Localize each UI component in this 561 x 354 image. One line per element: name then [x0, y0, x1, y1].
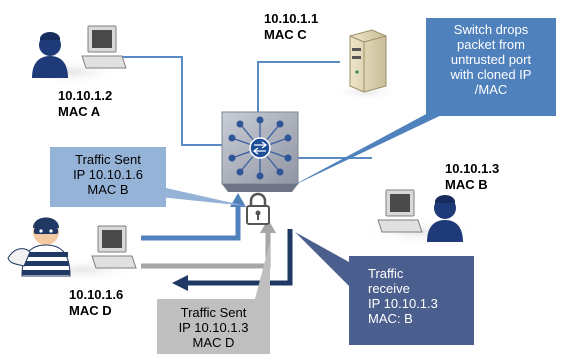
user-b-ip-label: 10.10.1.3 — [445, 161, 500, 176]
lock-icon — [246, 192, 270, 225]
attacker-d-ip-label: 10.10.1.6 — [69, 287, 124, 302]
arrow-receive — [186, 229, 293, 286]
user-b-workstation — [362, 189, 478, 246]
attacker-d-workstation — [7, 217, 140, 283]
callout-spoofed-shape — [157, 242, 270, 354]
server-c-icon — [332, 29, 400, 101]
arrow-receive-head — [172, 275, 188, 291]
arrow-spoofed-sent-head — [260, 219, 276, 233]
user-b-computer-icon — [377, 189, 423, 233]
user-a-ip-label: 10.10.1.2 — [58, 88, 113, 103]
burglar-icon — [7, 217, 71, 277]
user-a-workstation — [22, 25, 127, 86]
network-links — [115, 56, 372, 159]
link-user-a — [115, 56, 222, 146]
user-b-mac-label: MAC B — [445, 177, 488, 192]
arrow-legit-sent — [141, 205, 241, 241]
traffic-receive-text: Traffic receive IP 10.10.1.3 MAC: B — [368, 266, 438, 326]
callout-traffic-sent-legit-shape — [50, 147, 246, 207]
user-a-computer-icon — [81, 25, 127, 69]
traffic-sent-legit-text: Traffic Sent IP 10.10.1.6 MAC B — [73, 152, 143, 197]
server-c-mac-label: MAC C — [264, 27, 307, 42]
switch-note-text: Switch drops packet from untrusted port … — [450, 22, 532, 97]
attacker-d-computer-icon — [91, 225, 137, 269]
attacker-d-mac-label: MAC D — [69, 303, 112, 318]
switch-device — [221, 111, 299, 192]
callout-receive-shape — [295, 232, 474, 345]
server-c-ip-label: 10.10.1.1 — [264, 11, 319, 26]
user-a-person-icon — [32, 32, 68, 78]
traffic-sent-spoofed-text: Traffic Sent IP 10.10.1.3 MAC D — [178, 305, 249, 350]
user-a-mac-label: MAC A — [58, 104, 101, 119]
callout-switch-note-shape — [288, 18, 556, 188]
link-server-c — [257, 61, 340, 112]
user-b-person-icon — [427, 195, 463, 242]
